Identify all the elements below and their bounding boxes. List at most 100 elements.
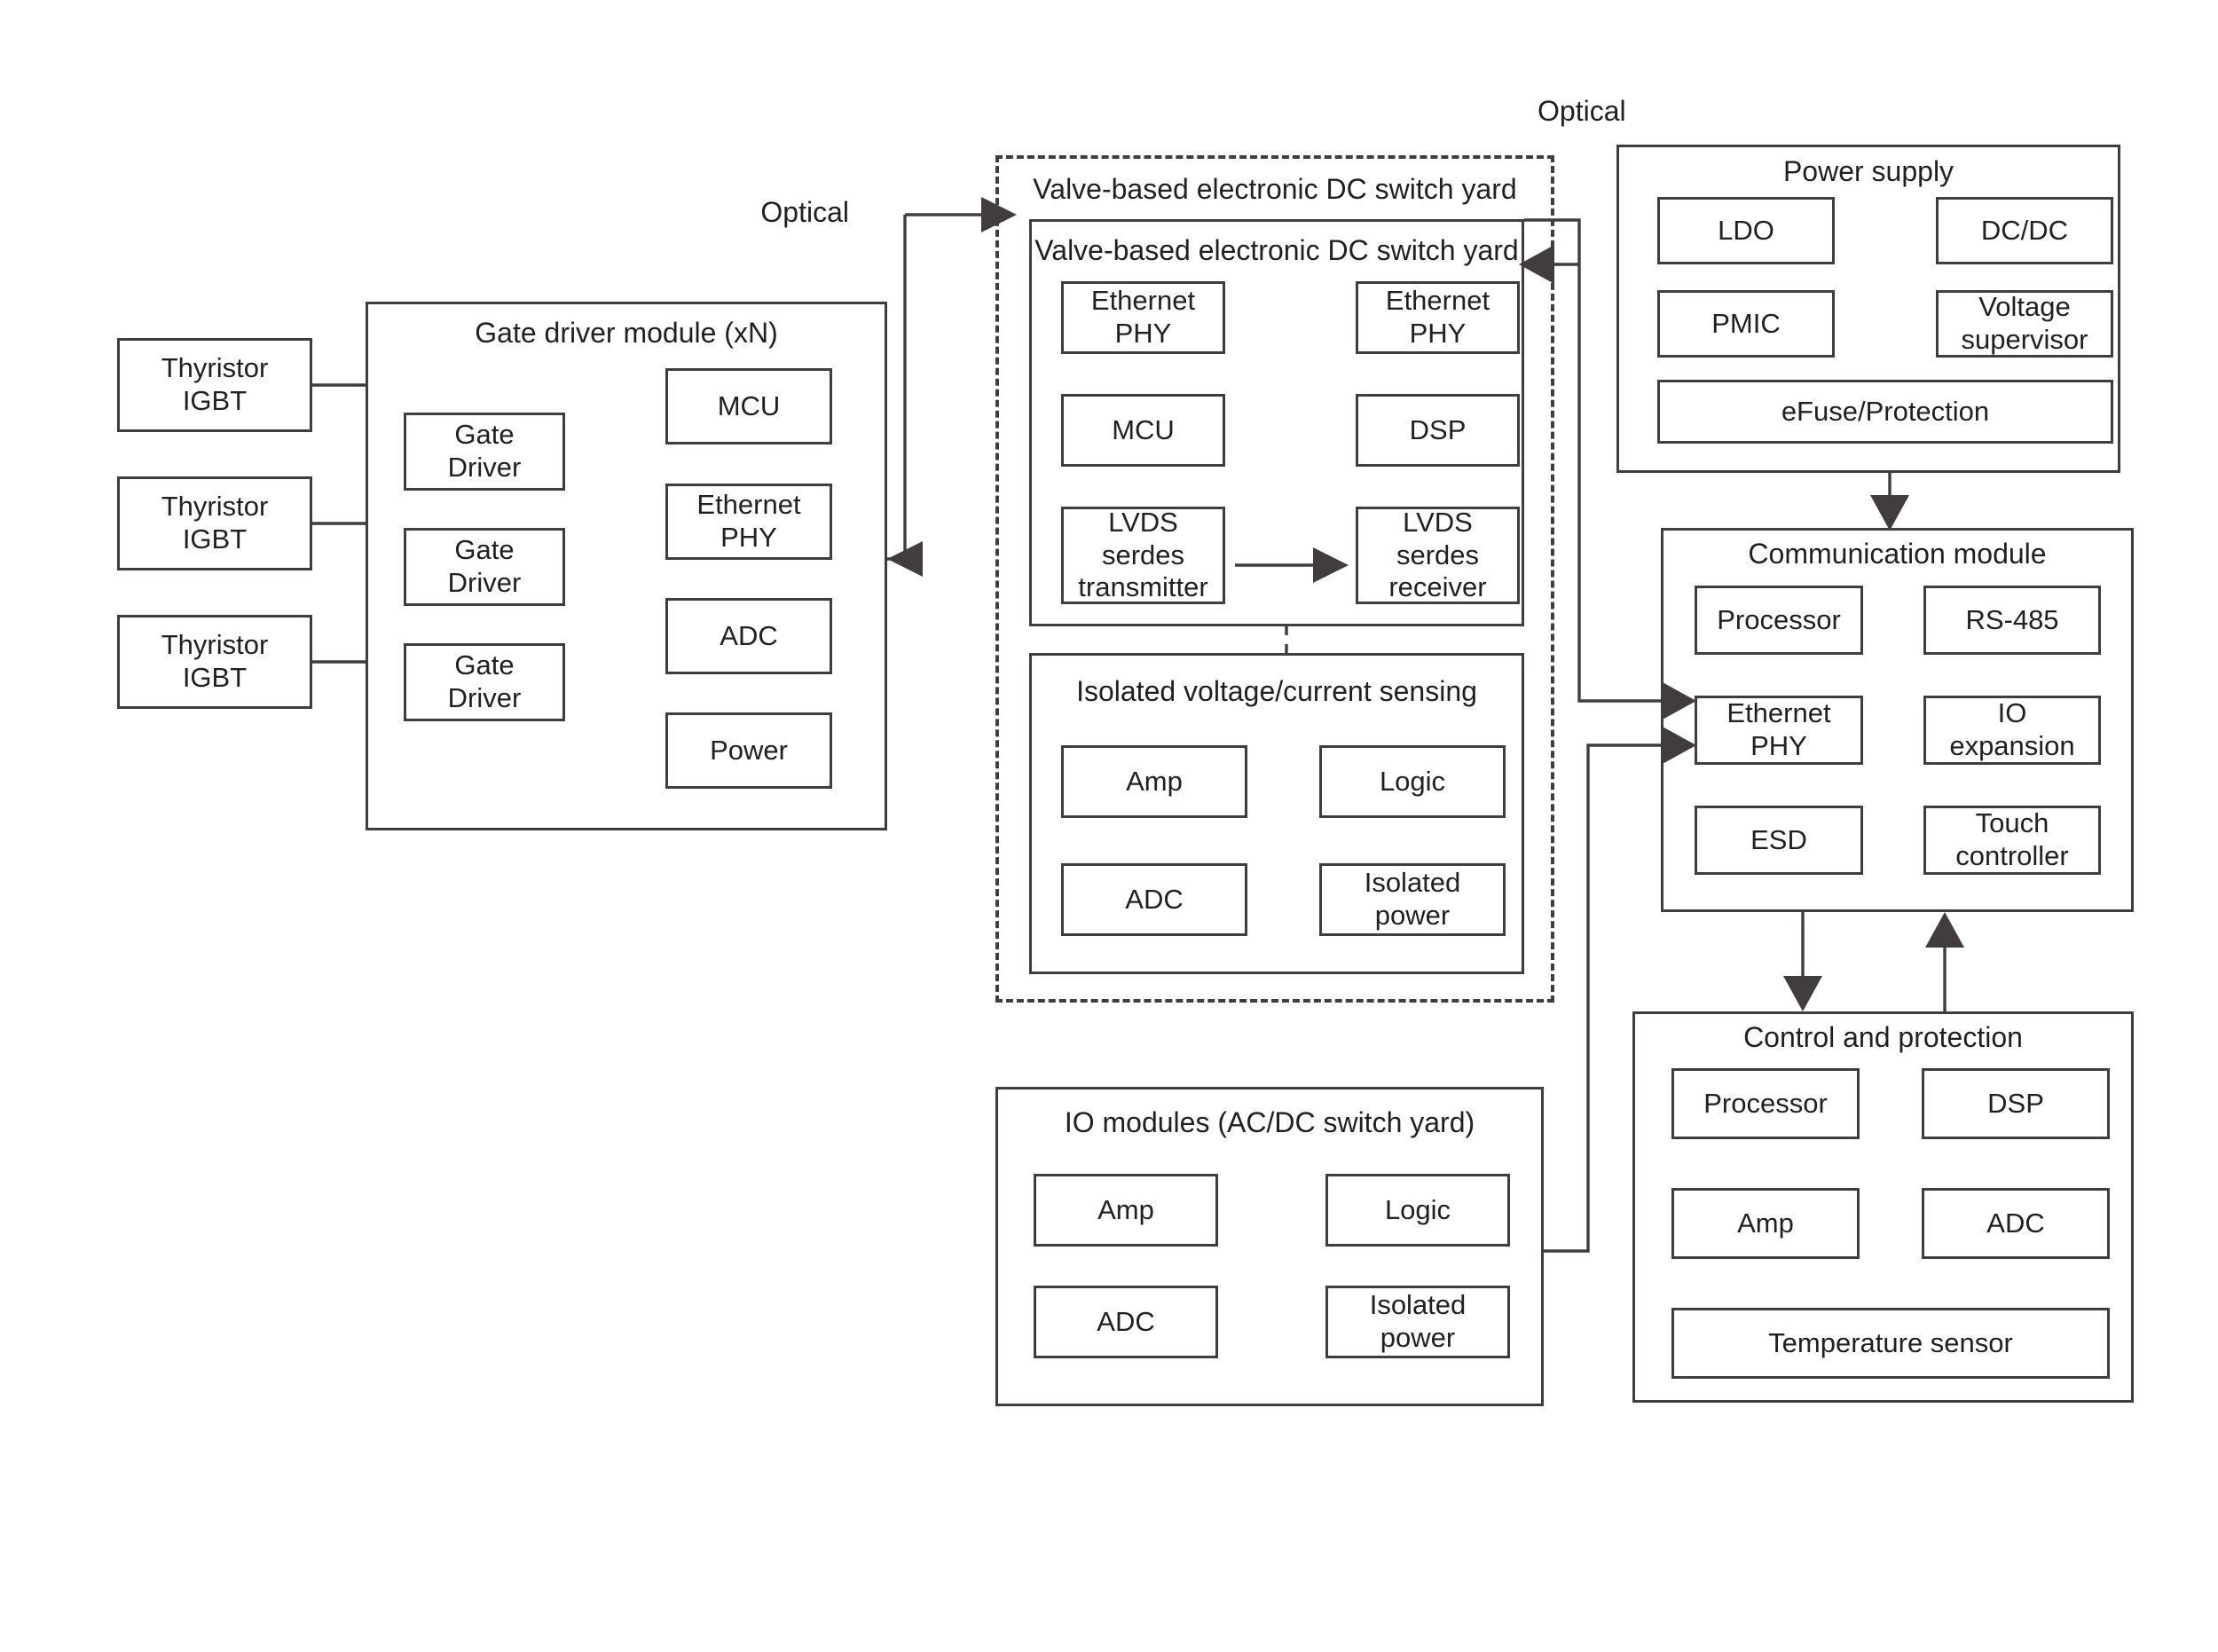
io-modules-container	[995, 1087, 1544, 1406]
gate-driver-module-title: Gate driver module (xN)	[475, 317, 778, 349]
valve-yard-dashed-container	[995, 155, 1554, 1003]
valve-inner-ethernet-phy-left[interactable]: Ethernet PHY	[1061, 281, 1225, 354]
gate-driver-power-label: Power	[710, 734, 788, 766]
valve-inner-mcu[interactable]: MCU	[1061, 394, 1225, 467]
isolated-sensing-logic[interactable]: Logic	[1319, 745, 1506, 818]
arrowhead-control-to-comm	[1925, 912, 1964, 948]
power-supply-pmic-label: PMIC	[1711, 307, 1781, 339]
control-protection-container	[1632, 1011, 2134, 1403]
io-modules-amp[interactable]: Amp	[1034, 1174, 1218, 1247]
isolated-sensing-isolated-power[interactable]: Isolated power	[1319, 863, 1506, 936]
gate-driver-adc-label: ADC	[720, 619, 778, 651]
communication-module-container	[1661, 528, 2134, 912]
control-temperature-sensor-label: Temperature sensor	[1768, 1326, 2013, 1358]
isolated-sensing-logic-label: Logic	[1379, 765, 1446, 797]
isolated-sensing-container	[1029, 653, 1524, 974]
communication-ethernet-phy-label: Ethernet PHY	[1726, 697, 1831, 761]
io-modules-logic-label: Logic	[1384, 1193, 1451, 1225]
isolated-sensing-adc[interactable]: ADC	[1061, 863, 1247, 936]
gate-driver-block[interactable]: Gate Driver	[404, 528, 565, 606]
communication-processor-label: Processor	[1717, 603, 1841, 635]
power-supply-container	[1616, 145, 2120, 473]
control-protection-title: Control and protection	[1743, 1021, 2023, 1053]
thyristor-igbt-label: Thyristor IGBT	[161, 352, 269, 416]
isolated-sensing-amp[interactable]: Amp	[1061, 745, 1247, 818]
io-modules-adc-label: ADC	[1097, 1305, 1155, 1337]
gate-driver-label: Gate Driver	[447, 534, 522, 598]
communication-processor[interactable]: Processor	[1695, 586, 1863, 655]
valve-yard-inner-container	[1029, 219, 1524, 626]
valve-inner-ethernet-phy-right[interactable]: Ethernet PHY	[1356, 281, 1520, 354]
arrowhead-comm-to-control	[1783, 976, 1822, 1011]
isolated-sensing-isolated-power-label: Isolated power	[1364, 867, 1461, 931]
valve-inner-ethernet-phy-left-label: Ethernet PHY	[1090, 285, 1196, 349]
communication-rs485[interactable]: RS-485	[1923, 586, 2101, 655]
gate-driver-label: Gate Driver	[447, 649, 522, 713]
control-processor-label: Processor	[1703, 1087, 1828, 1119]
isolated-sensing-amp-label: Amp	[1126, 765, 1183, 797]
communication-touch-controller[interactable]: Touch controller	[1923, 806, 2101, 875]
io-modules-amp-label: Amp	[1097, 1193, 1154, 1225]
gate-driver-block[interactable]: Gate Driver	[404, 643, 565, 721]
isolated-sensing-title: Isolated voltage/current sensing	[1076, 675, 1477, 707]
gate-driver-block[interactable]: Gate Driver	[404, 413, 565, 491]
control-amp[interactable]: Amp	[1671, 1188, 1860, 1259]
communication-io-expansion-label: IO expansion	[1949, 697, 2075, 761]
valve-inner-dsp[interactable]: DSP	[1356, 394, 1520, 467]
communication-module-title: Communication module	[1748, 538, 2047, 570]
io-modules-logic[interactable]: Logic	[1325, 1174, 1510, 1247]
control-dsp[interactable]: DSP	[1922, 1068, 2110, 1139]
communication-io-expansion[interactable]: IO expansion	[1923, 696, 2101, 765]
control-amp-label: Amp	[1737, 1207, 1794, 1239]
gate-driver-ethernet-phy-block[interactable]: Ethernet PHY	[665, 484, 832, 560]
valve-inner-lvds-transmitter-label: LVDS serdes transmitter	[1078, 507, 1208, 603]
gate-driver-label: Gate Driver	[447, 419, 522, 483]
valve-yard-inner-title: Valve-based electronic DC switch yard	[1034, 234, 1519, 266]
label-optical-left: Optical	[760, 196, 849, 228]
io-modules-isolated-power[interactable]: Isolated power	[1325, 1286, 1510, 1358]
communication-touch-controller-label: Touch controller	[1955, 807, 2069, 871]
gate-driver-power-block[interactable]: Power	[665, 712, 832, 789]
arrowhead-optical-left-return	[887, 541, 923, 577]
power-supply-voltage-supervisor[interactable]: Voltage supervisor	[1936, 290, 2113, 358]
arrowhead-power-to-comm	[1870, 495, 1909, 531]
control-temperature-sensor[interactable]: Temperature sensor	[1671, 1308, 2110, 1379]
valve-inner-ethernet-phy-right-label: Ethernet PHY	[1385, 285, 1490, 349]
control-dsp-label: DSP	[1987, 1087, 2044, 1119]
power-supply-efuse-protection-label: eFuse/Protection	[1781, 395, 1990, 427]
control-adc-label: ADC	[1986, 1207, 2045, 1239]
label-optical-top: Optical	[1538, 95, 1626, 127]
control-adc[interactable]: ADC	[1922, 1188, 2110, 1259]
valve-inner-lvds-receiver-label: LVDS serdes receiver	[1388, 507, 1487, 603]
thyristor-igbt-block[interactable]: Thyristor IGBT	[117, 338, 312, 432]
isolated-sensing-adc-label: ADC	[1125, 883, 1184, 915]
power-supply-pmic[interactable]: PMIC	[1657, 290, 1835, 358]
power-supply-voltage-supervisor-label: Voltage supervisor	[1961, 291, 2088, 355]
gate-driver-adc-block[interactable]: ADC	[665, 598, 832, 674]
power-supply-dcdc-label: DC/DC	[1980, 214, 2069, 246]
power-supply-efuse-protection[interactable]: eFuse/Protection	[1657, 380, 2113, 444]
gate-driver-mcu-block[interactable]: MCU	[665, 368, 832, 444]
io-modules-title: IO modules (AC/DC switch yard)	[1064, 1106, 1475, 1138]
thyristor-igbt-block[interactable]: Thyristor IGBT	[117, 476, 312, 570]
io-modules-isolated-power-label: Isolated power	[1369, 1289, 1467, 1353]
power-supply-ldo[interactable]: LDO	[1657, 197, 1835, 264]
io-modules-adc[interactable]: ADC	[1034, 1286, 1218, 1358]
thyristor-igbt-block[interactable]: Thyristor IGBT	[117, 615, 312, 709]
communication-esd[interactable]: ESD	[1695, 806, 1863, 875]
valve-yard-outer-title: Valve-based electronic DC switch yard	[1033, 173, 1517, 205]
power-supply-dcdc[interactable]: DC/DC	[1936, 197, 2113, 264]
thyristor-igbt-label: Thyristor IGBT	[161, 491, 269, 555]
thyristor-igbt-label: Thyristor IGBT	[161, 629, 269, 693]
communication-esd-label: ESD	[1750, 823, 1807, 855]
gate-driver-ethernet-phy-label: Ethernet PHY	[696, 489, 801, 553]
gate-driver-mcu-label: MCU	[717, 389, 781, 421]
communication-ethernet-phy[interactable]: Ethernet PHY	[1695, 696, 1863, 765]
communication-rs485-label: RS-485	[1965, 603, 2059, 635]
valve-inner-lvds-receiver[interactable]: LVDS serdes receiver	[1356, 507, 1520, 604]
power-supply-title: Power supply	[1782, 155, 1955, 187]
valve-inner-lvds-transmitter[interactable]: LVDS serdes transmitter	[1061, 507, 1225, 604]
gate-driver-module-container	[366, 302, 887, 830]
control-processor[interactable]: Processor	[1671, 1068, 1860, 1139]
